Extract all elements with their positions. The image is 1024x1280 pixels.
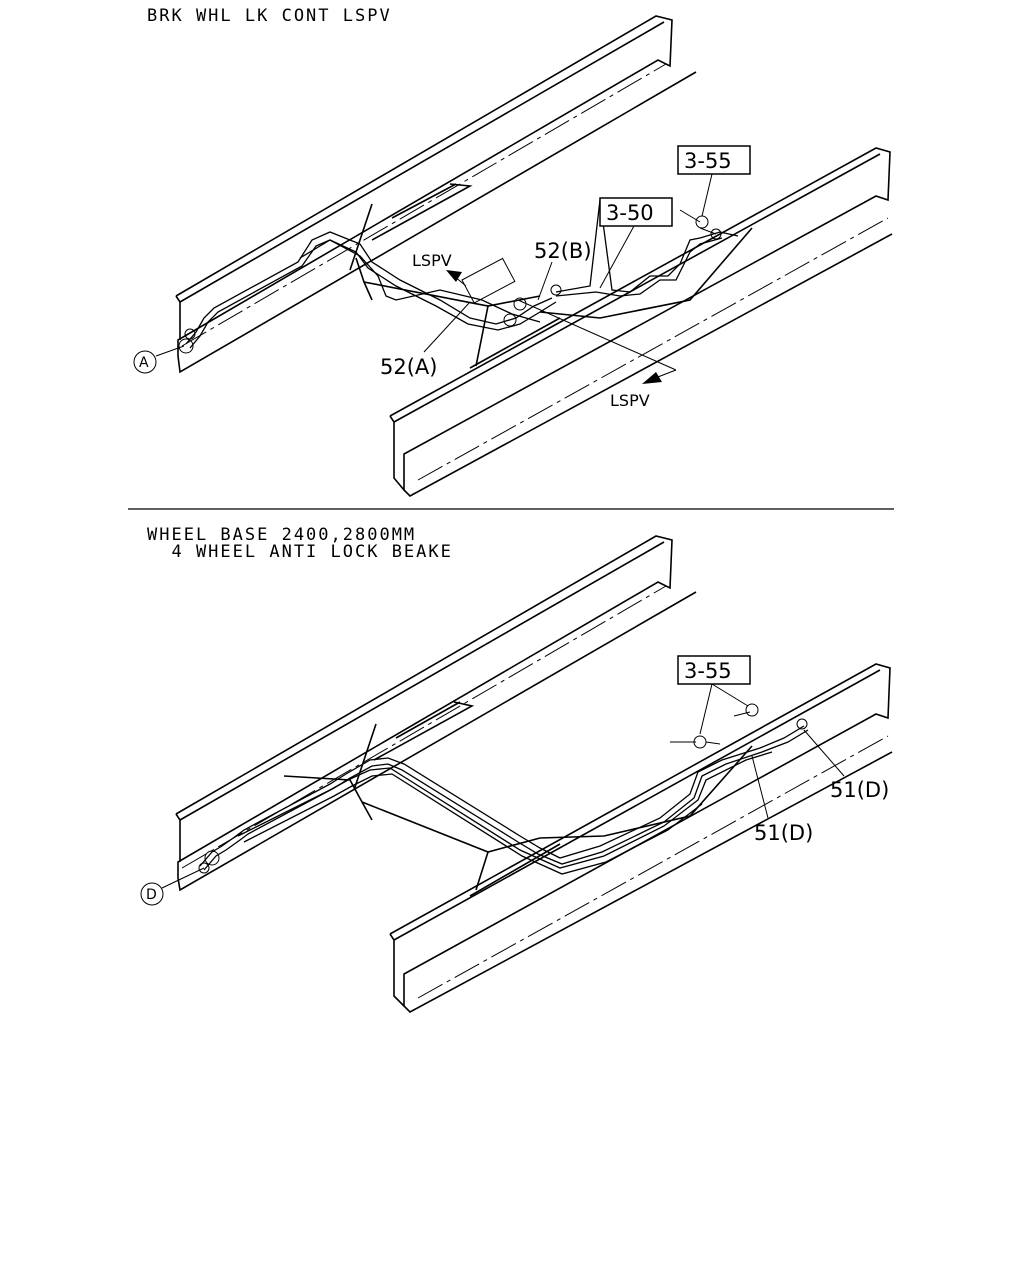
callout-51d-right: 51(D) [803, 729, 889, 802]
svg-text:3-55: 3-55 [684, 149, 732, 173]
connector-circle-d: D [140, 867, 205, 906]
frame-rail-right-2 [389, 663, 893, 1013]
section-heading-line1: WHEEL BASE 2400,2800MM [147, 525, 416, 545]
frame-rail-right [389, 147, 893, 497]
lspv-arrow-top: LSPV [412, 251, 516, 304]
svg-text:51(D): 51(D) [754, 821, 813, 845]
lspv-label-bottom: LSPV [610, 391, 650, 410]
diagram-section-top: BRK WHL LK CONT LSPV [133, 6, 893, 497]
section-heading: BRK WHL LK CONT LSPV [147, 6, 392, 26]
crossmember-2 [283, 775, 541, 891]
callout-3-55-top: 3-55 [677, 145, 751, 217]
frame-rail-left [175, 15, 697, 374]
svg-text:D: D [146, 887, 157, 903]
frame-rail-left-2 [175, 535, 697, 892]
svg-text:A: A [139, 355, 149, 371]
crossmember [355, 257, 541, 367]
callout-52a: 52(A) [380, 301, 471, 379]
svg-text:51(D): 51(D) [830, 778, 889, 802]
callout-52b: 52(B) [534, 239, 592, 301]
lspv-arrow-bottom: LSPV [517, 299, 677, 410]
svg-text:52(A): 52(A) [380, 355, 437, 379]
brake-pipe-assembly [178, 199, 739, 354]
svg-text:52(B): 52(B) [534, 239, 592, 263]
svg-text:3-55: 3-55 [684, 659, 732, 683]
svg-text:3-50: 3-50 [606, 201, 654, 225]
brake-pipe-assembly-2 [198, 703, 809, 875]
section-heading-line2: 4 WHEEL ANTI LOCK BEAKE [147, 542, 453, 562]
callout-3-55-bottom: 3-55 [677, 655, 751, 735]
connector-circle-a: A [133, 345, 185, 374]
callout-3-50: 3-50 [599, 197, 673, 289]
diagram-section-bottom: WHEEL BASE 2400,2800MM 4 WHEEL ANTI LOCK… [140, 525, 893, 1013]
callout-51d-lower: 51(D) [751, 755, 813, 845]
lspv-label-top: LSPV [412, 251, 452, 270]
